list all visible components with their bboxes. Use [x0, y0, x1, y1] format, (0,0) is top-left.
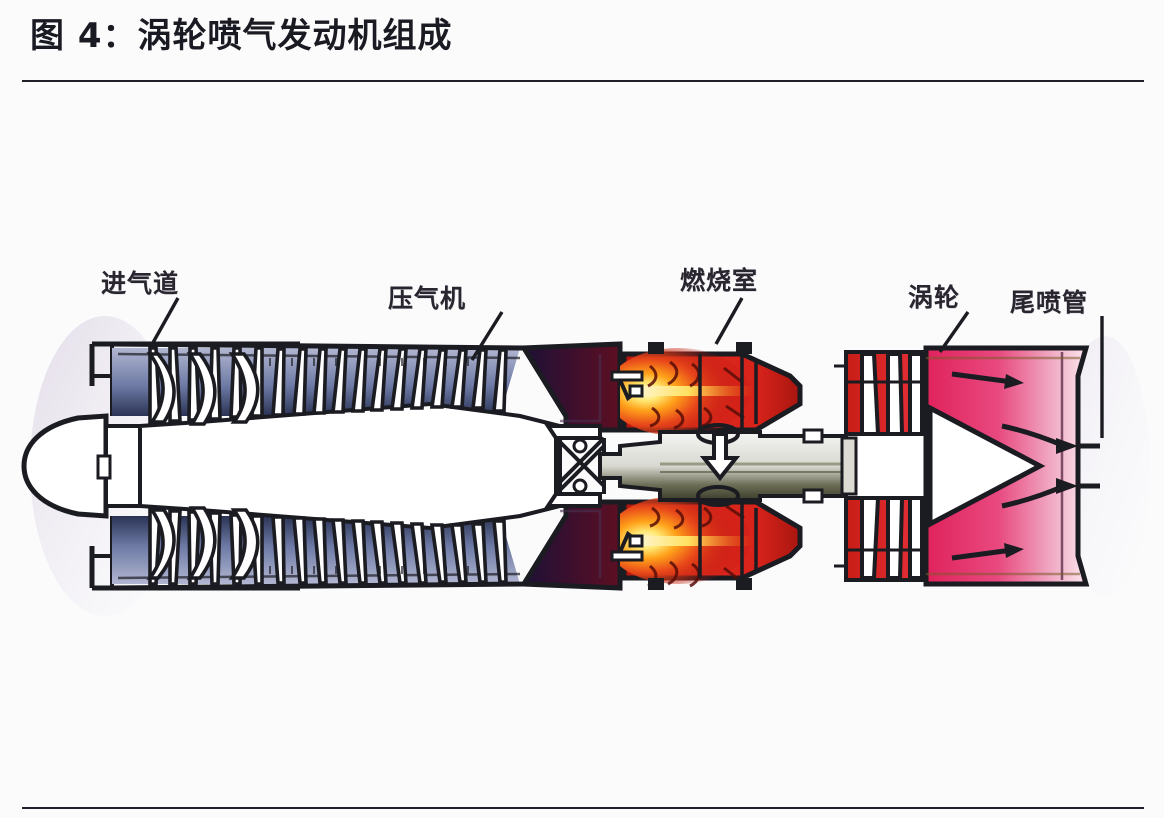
combustion-chamber-upper	[610, 342, 803, 434]
compressor-blades-lower	[146, 506, 508, 586]
title-divider-top	[22, 80, 1144, 82]
callout-label-compressor: 压气机	[388, 284, 467, 313]
shaft-rotation-arrow	[696, 423, 741, 507]
leader-inlet	[148, 297, 180, 349]
bearing-support-frame	[544, 424, 606, 508]
leader-compressor	[470, 311, 504, 361]
callout-label-turbine: 涡轮	[908, 283, 961, 312]
compressor-section	[111, 341, 569, 591]
footer-divider-bottom	[22, 807, 1144, 809]
page-title: 图 4：涡轮喷气发动机组成	[30, 16, 453, 56]
exhaust-flow-arrows	[951, 371, 1100, 561]
turbine-section	[834, 350, 928, 582]
leader-combustor	[714, 297, 744, 345]
diffuser-duct	[519, 341, 623, 591]
compressor-blades-upper	[146, 346, 508, 426]
main-shaft	[598, 423, 882, 507]
combustion-chamber-lower	[610, 498, 803, 590]
exhaust-nozzle-section	[923, 345, 1100, 587]
callout-leader-lines	[148, 297, 1104, 438]
fuel-injector-lower	[610, 530, 644, 562]
leader-turbine	[938, 311, 970, 353]
turbojet-diagram	[0, 86, 1164, 786]
callout-label-inlet: 进气道	[101, 269, 180, 298]
callout-label-combustor: 燃烧室	[680, 266, 759, 295]
fuel-injector-upper	[610, 370, 644, 402]
callout-label-nozzle: 尾喷管	[1010, 288, 1089, 317]
